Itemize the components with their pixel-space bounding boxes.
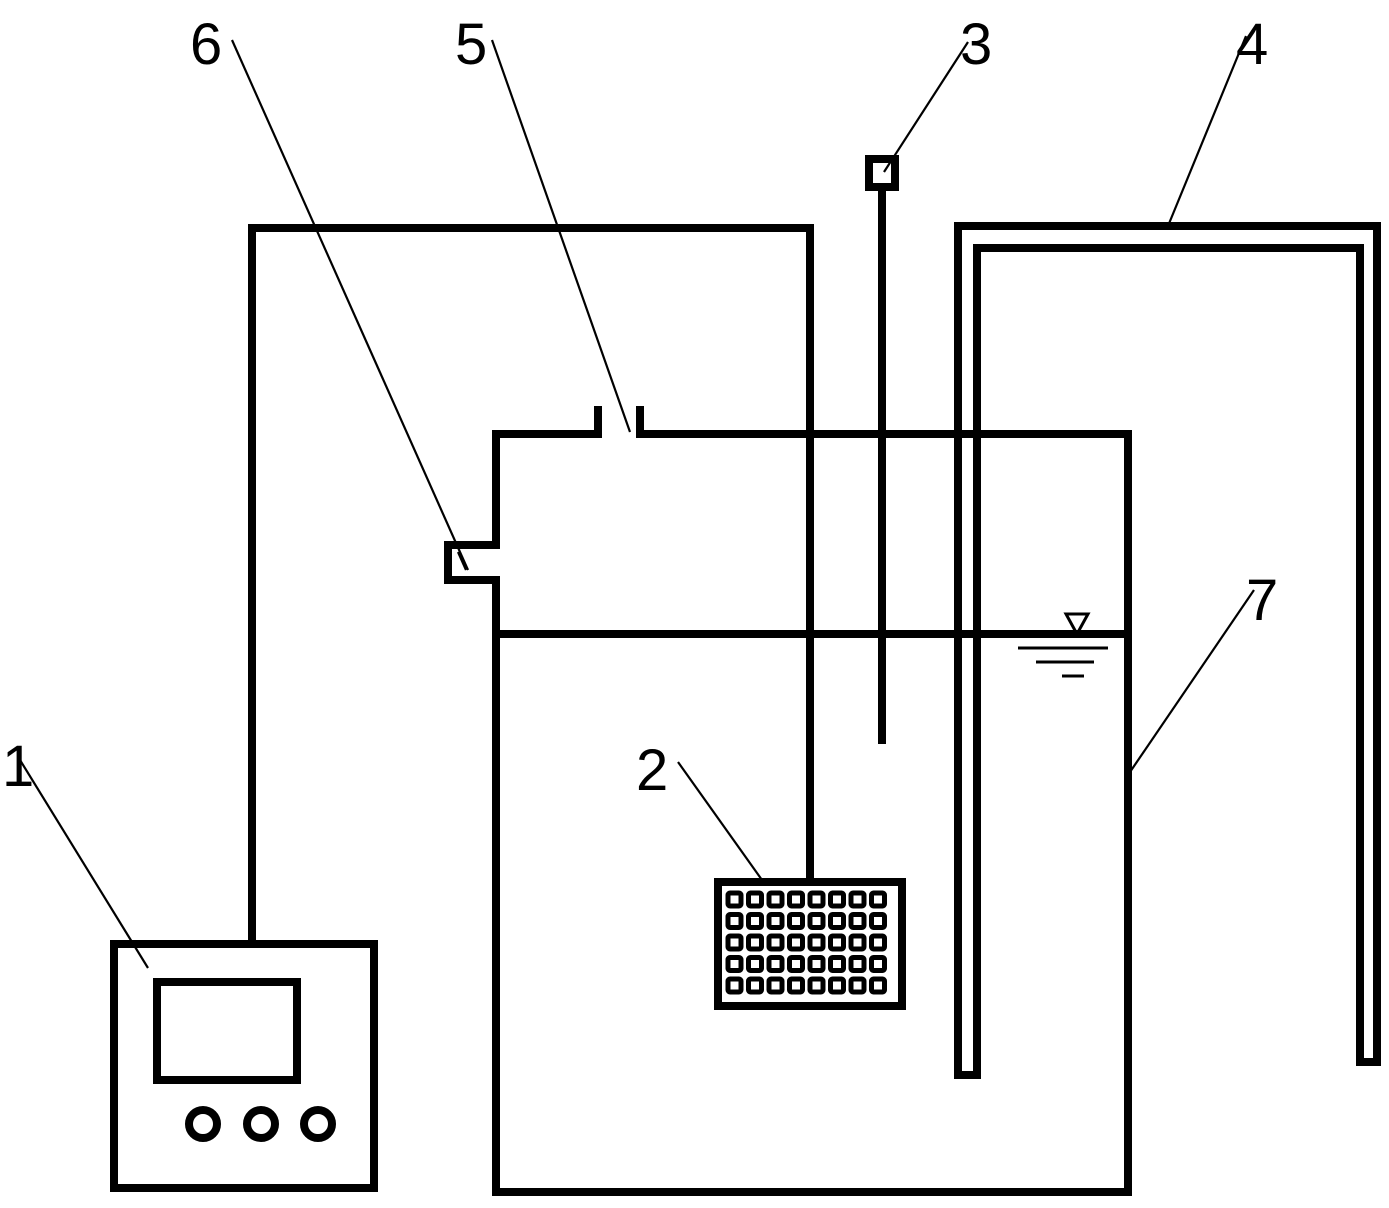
mesh-cell xyxy=(869,955,887,973)
controller-housing xyxy=(110,940,378,1192)
mesh-frame xyxy=(714,878,906,1010)
mesh-cell xyxy=(725,955,744,973)
controller-knob xyxy=(185,1106,221,1142)
label-5: 5 xyxy=(455,12,487,77)
mesh-cell xyxy=(828,976,846,995)
leader-line-3 xyxy=(883,41,969,173)
mesh-cell xyxy=(807,933,826,952)
label-4: 4 xyxy=(1236,12,1268,77)
mesh-cell xyxy=(766,976,785,995)
mesh-cell xyxy=(848,933,867,952)
port-detail xyxy=(456,551,468,571)
mesh-cell xyxy=(828,933,846,952)
mesh-cell xyxy=(746,890,764,909)
overflow-tube xyxy=(954,222,1381,1079)
mesh-cell xyxy=(807,890,826,909)
mesh-cell xyxy=(848,955,867,973)
leader-line-2 xyxy=(677,761,763,881)
mesh-cell xyxy=(725,933,744,952)
mesh-cell xyxy=(869,976,887,995)
mesh-cell xyxy=(766,912,785,930)
level-triangle xyxy=(1063,612,1091,638)
mesh-cell xyxy=(848,890,867,909)
mesh-cell xyxy=(828,912,846,930)
leader-line-7 xyxy=(1129,589,1255,773)
mesh-cell xyxy=(766,955,785,973)
leader-line-5 xyxy=(490,39,632,433)
mesh-cell xyxy=(869,933,887,952)
vessel-wall xyxy=(444,406,1132,1196)
mesh-cell xyxy=(725,912,744,930)
label-6: 6 xyxy=(190,12,222,77)
mesh-cell xyxy=(828,955,846,973)
leader-line-1 xyxy=(19,759,149,969)
mesh-cell xyxy=(787,955,805,973)
tube-wall xyxy=(954,222,1381,1079)
controller-unit xyxy=(110,940,378,1192)
mesh-cell xyxy=(848,976,867,995)
probe-head xyxy=(865,155,899,191)
label-2: 2 xyxy=(636,738,668,803)
controller-display xyxy=(153,978,301,1084)
container-vessel xyxy=(444,406,1132,1196)
leader-line-6 xyxy=(230,39,470,571)
mesh-cell xyxy=(725,890,744,909)
mesh-cell xyxy=(787,912,805,930)
water-level-symbol xyxy=(1018,612,1108,678)
label-3: 3 xyxy=(960,12,992,77)
controller-knob xyxy=(300,1106,336,1142)
mesh-cell xyxy=(766,933,785,952)
mesh-cell xyxy=(807,912,826,930)
mesh-cell xyxy=(725,976,744,995)
mesh-cell xyxy=(807,955,826,973)
mesh-cell xyxy=(869,912,887,930)
leader-line-4 xyxy=(1166,35,1248,227)
mesh-cell xyxy=(746,912,764,930)
label-7: 7 xyxy=(1246,568,1278,633)
mesh-cell xyxy=(807,976,826,995)
mesh-cell xyxy=(869,890,887,909)
mesh-cell xyxy=(766,890,785,909)
mesh-grid xyxy=(725,890,887,995)
mesh-cell xyxy=(848,912,867,930)
controller-knob xyxy=(243,1106,279,1142)
mesh-cell xyxy=(746,933,764,952)
mesh-cell xyxy=(746,955,764,973)
mesh-cell xyxy=(787,933,805,952)
label-1: 1 xyxy=(2,734,34,799)
mesh-cell xyxy=(746,976,764,995)
mesh-cell xyxy=(828,890,846,909)
mesh-cell xyxy=(787,976,805,995)
probe-sensor xyxy=(865,155,899,744)
connection-wire xyxy=(248,224,814,948)
mesh-electrode xyxy=(714,878,906,1010)
mesh-cell xyxy=(787,890,805,909)
